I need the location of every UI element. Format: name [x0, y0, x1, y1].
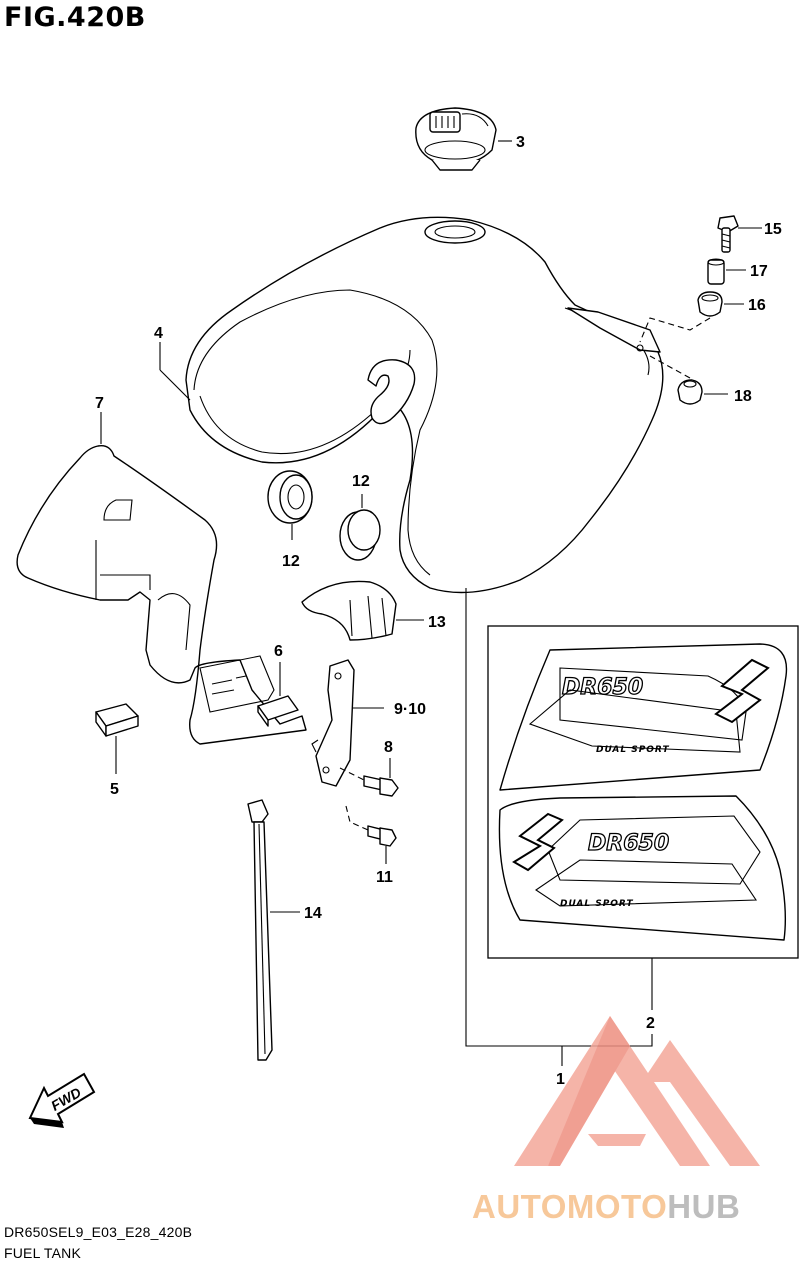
callout-5: 5 — [110, 781, 119, 798]
decal-left-side: DR650 DUAL SPORT — [498, 795, 787, 941]
callout-6: 6 — [274, 643, 283, 660]
collar-part-17 — [707, 258, 725, 285]
cushion-part-12b — [339, 509, 381, 561]
callout-2: 2 — [646, 1015, 655, 1032]
bolt-part-11 — [367, 825, 397, 847]
callout-4: 4 — [154, 325, 163, 342]
dashed-path-11 — [345, 805, 369, 831]
decal-set-frame — [487, 625, 799, 959]
watermark-part1: AUTOMOTO — [472, 1188, 667, 1225]
callout-9-10: 9·10 — [394, 701, 426, 718]
callout-16: 16 — [748, 297, 766, 314]
decal-right-side: DR650 DUAL SPORT — [499, 643, 788, 791]
callout-7: 7 — [95, 395, 104, 412]
cushion-part-16 — [697, 291, 723, 317]
watermark-part2: HUB — [667, 1188, 740, 1225]
fuel-cap-part-3 — [415, 107, 497, 171]
suzuki-s-logo-icon — [714, 658, 770, 724]
figure-name: FUEL TANK — [4, 1245, 82, 1261]
leader-1-frame — [465, 588, 653, 1047]
callout-12b: 12 — [352, 473, 370, 490]
bolt-part-8 — [363, 775, 399, 797]
callout-3: 3 — [516, 134, 525, 151]
fwd-arrow-icon: FWD — [28, 1072, 96, 1128]
callout-17: 17 — [750, 263, 768, 280]
callout-14: 14 — [304, 905, 322, 922]
decal-sub-lower: DUAL SPORT — [560, 899, 634, 909]
callout-18: 18 — [734, 388, 752, 405]
cushion-part-12a — [267, 470, 313, 524]
callout-13: 13 — [428, 614, 446, 631]
leader-4b — [159, 369, 191, 401]
cushion-part-18 — [677, 379, 703, 405]
automotohub-watermark-logo — [514, 1016, 760, 1166]
callout-15: 15 — [764, 221, 782, 238]
watermark-text: AUTOMOTOHUB — [472, 1188, 740, 1225]
fuel-tank-part-4 — [185, 216, 664, 594]
dashed-path-18 — [649, 355, 691, 379]
figure-title: FIG.420B — [4, 2, 146, 33]
bolt-part-15 — [717, 215, 739, 253]
cable-tie-part-14 — [247, 799, 273, 1061]
pad-part-6 — [257, 695, 299, 727]
dashed-path-8 — [339, 767, 365, 781]
callout-8: 8 — [384, 739, 393, 756]
decal-lettering-upper: DR650 — [562, 675, 643, 700]
pad-part-5 — [95, 703, 139, 737]
callout-1: 1 — [556, 1071, 565, 1088]
decal-sub-upper: DUAL SPORT — [596, 745, 670, 755]
decal-lettering-lower: DR650 — [588, 831, 669, 856]
callout-11: 11 — [376, 869, 393, 886]
model-code: DR650SEL9_E03_E28_420B — [4, 1224, 193, 1240]
callout-labels: 3 4 15 17 16 18 7 12 12 13 6 9·10 8 5 11… — [95, 134, 782, 1088]
suzuki-s-logo-icon — [512, 812, 564, 872]
cushion-part-13 — [301, 580, 397, 641]
side-cover-part-7 — [16, 445, 307, 745]
bracket-part-9-10 — [311, 659, 355, 787]
callout-12a: 12 — [282, 553, 300, 570]
dashed-path-16 — [639, 317, 711, 343]
